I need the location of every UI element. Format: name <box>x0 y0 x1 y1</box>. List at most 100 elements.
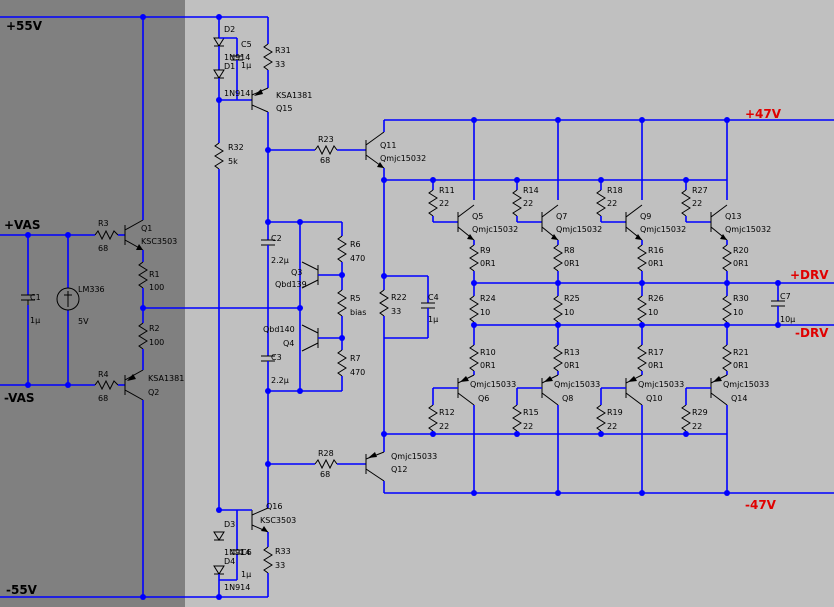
output-1-rb-label: R10 <box>480 348 496 357</box>
c4-label: C4 <box>428 293 439 302</box>
output-1-qp-label: Q6 <box>478 394 489 403</box>
d1-model: 1N914 <box>224 53 250 62</box>
q11-model: Qmjc15032 <box>380 154 426 163</box>
r31-label: R31 <box>275 46 291 55</box>
d1-label: D1 <box>224 62 235 71</box>
output-2-rt-label: R14 <box>523 186 539 195</box>
d3-model: 1N914 <box>224 548 250 557</box>
output-4-rmid <box>722 295 732 323</box>
output-4-qn-collector <box>710 204 728 218</box>
output-4-rm-value: 0R1 <box>733 259 749 268</box>
d2-label: D2 <box>224 25 235 34</box>
output-1-qp-arrow <box>460 376 469 382</box>
c2-label: C2 <box>271 234 282 243</box>
output-3-qp-label: Q10 <box>646 394 662 403</box>
output-4-qp-arrow <box>713 376 722 382</box>
r5-label: R5 <box>350 294 361 303</box>
output-2-qn-arrow <box>551 234 558 240</box>
q3-model: Qbd139 <box>275 280 307 289</box>
output-1-rbb-label: R12 <box>439 408 455 417</box>
net-label-p47: +47V <box>745 107 782 121</box>
output-1-qp-model: Qmjc15033 <box>470 380 516 389</box>
output-2-rtop <box>512 189 522 217</box>
output-4-rtop <box>681 189 691 217</box>
output-2-rmid-label: R25 <box>564 294 580 303</box>
output-3-rb-label: R17 <box>648 348 664 357</box>
d4-label: D4 <box>224 557 235 566</box>
c5-label: C5 <box>241 40 252 49</box>
output-4-rm-label: R20 <box>733 246 749 255</box>
output-4-qp-label: Q14 <box>731 394 747 403</box>
output-4-rt-label: R27 <box>692 186 708 195</box>
r5-value: bias <box>350 308 366 317</box>
c1-value: 1µ <box>30 316 40 325</box>
r1-label: R1 <box>149 270 160 279</box>
r33-label: R33 <box>275 547 291 556</box>
c5-value: 1µ <box>241 61 251 70</box>
r7-value: 470 <box>350 368 365 377</box>
c6-value: 1µ <box>241 570 251 579</box>
output-3-rbb-label: R19 <box>607 408 623 417</box>
net-label-p55: +55V <box>6 19 43 33</box>
output-1-rt-value: 22 <box>439 199 449 208</box>
output-4-qn-arrow <box>720 234 727 240</box>
output-3-rmid-top <box>637 244 647 272</box>
output-3-rbb-value: 22 <box>607 422 617 431</box>
c3-label: C3 <box>271 353 282 362</box>
output-2-qp-arrow <box>544 376 553 382</box>
output-4-rb-value: 0R1 <box>733 361 749 370</box>
output-1-rt-label: R11 <box>439 186 455 195</box>
c2-value: 2.2µ <box>271 256 289 265</box>
output-2-rm-value: 0R1 <box>564 259 580 268</box>
r6-label: R6 <box>350 240 361 249</box>
net-label-pvas: +VAS <box>4 218 40 232</box>
output-4-rt-value: 22 <box>692 199 702 208</box>
q4-label: Q4 <box>283 339 294 348</box>
c7-label: C7 <box>780 292 791 301</box>
c7-value: 10µ <box>780 315 795 324</box>
q16-label: Q16 <box>266 502 282 511</box>
r28-label: R28 <box>318 449 334 458</box>
output-3-rb-value: 0R1 <box>648 361 664 370</box>
output-3-rbb <box>596 404 606 432</box>
output-4-qn-label: Q13 <box>725 212 741 221</box>
q16-model: KSC3503 <box>260 516 296 525</box>
output-2-rmid-top <box>553 244 563 272</box>
output-3-rmid-label: R26 <box>648 294 664 303</box>
output-1-qn-arrow <box>467 234 474 240</box>
output-2-rb-label: R13 <box>564 348 580 357</box>
net-label-pdrv: +DRV <box>790 268 829 282</box>
output-3-qn-model: Qmjc15032 <box>640 225 686 234</box>
output-1-rm-label: R9 <box>480 246 491 255</box>
output-2-qp-collector <box>541 392 559 406</box>
output-1-rm-value: 0R1 <box>480 259 496 268</box>
output-2-rbot <box>553 344 563 372</box>
r22-label: R22 <box>391 293 407 302</box>
r32-label: R32 <box>228 143 244 152</box>
q2-label: Q2 <box>148 388 159 397</box>
output-stage: R1122Q5Qmjc15032R90R1R2410R100R1Qmjc1503… <box>428 117 771 496</box>
r28-value: 68 <box>320 470 330 479</box>
q12-label: Q12 <box>391 465 407 474</box>
output-2-qn-model: Qmjc15032 <box>556 225 602 234</box>
r31-value: 33 <box>275 60 285 69</box>
output-1-qn-model: Qmjc15032 <box>472 225 518 234</box>
r4-label: R4 <box>98 370 109 379</box>
output-3-qn-label: Q9 <box>640 212 651 221</box>
d1-model-b: 1N914 <box>224 89 250 98</box>
output-3-qp-collector <box>625 392 643 406</box>
output-3-rt-label: R18 <box>607 186 623 195</box>
output-2-qn-collector <box>541 204 559 218</box>
output-2-qp-model: Qmjc15033 <box>554 380 600 389</box>
output-3-rm-label: R16 <box>648 246 664 255</box>
output-2-rbb-label: R15 <box>523 408 539 417</box>
output-1-rbb <box>428 404 438 432</box>
output-3-qp-model: Qmjc15033 <box>638 380 684 389</box>
output-2-rt-value: 22 <box>523 199 533 208</box>
r1-value: 100 <box>149 283 164 292</box>
q15-model: KSA1381 <box>276 91 312 100</box>
output-1-rbot <box>469 344 479 372</box>
output-1-rb-value: 0R1 <box>480 361 496 370</box>
output-2-qn-label: Q7 <box>556 212 567 221</box>
output-3-rm-value: 0R1 <box>648 259 664 268</box>
